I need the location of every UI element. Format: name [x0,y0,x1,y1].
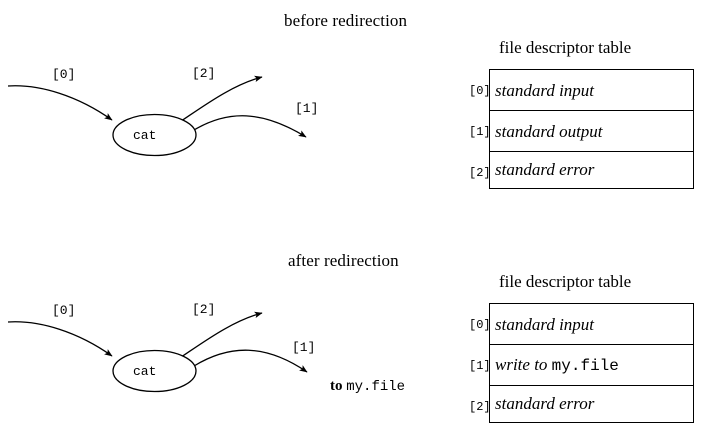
fd-table-row: standard output [490,111,693,152]
fd-table-row: standard input [490,70,693,111]
fd-table-before: standard input standard output standard … [489,69,694,189]
arrow-stderr-after [171,311,263,364]
fd-table-after: standard input write to my.file standard… [489,303,694,423]
fd-value-after-2: standard error [495,394,595,413]
fd-table-caption-before: file descriptor table [499,38,632,57]
arrow-stdout-before [193,115,307,138]
arrow-stdin-before [7,85,113,121]
arrow-label-stderr-after: [2] [192,302,216,317]
fd-value-before-1: standard output [495,121,603,141]
arrow-stdin-after [7,321,113,357]
fd-table-row: standard input [490,304,693,345]
fd-index-after-2: [2] [469,400,491,414]
arrow-label-stdin-after: [0] [52,303,76,318]
fd-index-before-1: [1] [469,125,491,139]
process-label-after: cat [133,364,157,379]
section-title-after: after redirection [288,251,399,270]
fd-table-row: standard error [490,152,693,187]
arrow-label-stdout-before: [1] [295,101,319,116]
fd-value-after-0: standard input [495,314,595,334]
arrow-label-stdout-after: [1] [292,340,316,355]
destination-note-prefix: to [330,378,343,394]
arrow-stdout-after [193,349,308,373]
arrow-label-stdin-before: [0] [52,67,76,82]
fd-value-after-1-filename: my.file [551,357,619,375]
arrow-stderr-before [171,75,263,128]
fd-value-after-1: write to my.file [495,356,619,374]
process-label-before: cat [133,128,157,143]
section-title-before: before redirection [284,11,408,30]
destination-note-after: to my.file [330,378,405,395]
destination-note-filename: my.file [346,379,406,395]
fd-index-after-0: [0] [469,318,491,332]
fd-table-row: write to my.file [490,345,693,386]
fd-value-before-2: standard error [495,160,595,179]
fd-value-before-0: standard input [495,80,595,100]
fd-table-caption-after: file descriptor table [499,272,632,291]
fd-value-after-1-text: write to [495,355,548,374]
fd-index-after-1: [1] [469,359,491,373]
arrow-label-stderr-before: [2] [192,66,216,81]
fd-index-before-0: [0] [469,84,491,98]
fd-table-row: standard error [490,386,693,421]
fd-index-before-2: [2] [469,166,491,180]
